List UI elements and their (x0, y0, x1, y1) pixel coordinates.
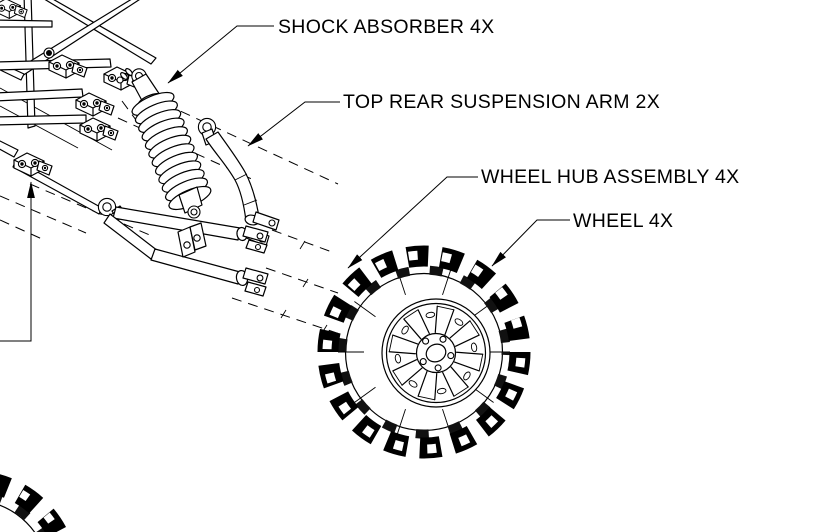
frame-tube-top (0, 19, 53, 28)
callout-label-wheel-hub-assembly: WHEEL HUB ASSEMBLY 4X (481, 166, 739, 188)
tire-tread (317, 245, 531, 459)
spoke (403, 309, 436, 340)
projection-line (231, 297, 341, 335)
leader-offscreen-callout (0, 181, 35, 342)
callout-label-top-rear-suspension-arm: TOP REAR SUSPENSION ARM 2X (343, 91, 660, 113)
spoke (453, 351, 484, 381)
arm-ear-plate (242, 225, 269, 243)
fragment-knob-row-outer (0, 474, 69, 532)
leader-shock-absorber (167, 25, 274, 84)
tread-knob-row-outer (317, 245, 531, 459)
projection-line (265, 267, 339, 294)
leader-wheel-hub-assembly (347, 176, 478, 269)
sidewall-line (354, 301, 376, 318)
ear-hole (256, 232, 264, 240)
callout-label-shock-absorber: SHOCK ABSORBER 4X (278, 16, 494, 38)
break-tick (280, 309, 287, 319)
spoke (436, 366, 469, 397)
sidewall-line (396, 408, 406, 434)
ear-hole (268, 219, 276, 227)
lug-hole (447, 352, 455, 360)
frame-tube-diagonal (44, 0, 157, 65)
projection-line (0, 195, 87, 234)
shock-bottom-eyelet (190, 208, 198, 216)
lug-hole (439, 335, 447, 343)
arm-tube-lower (150, 248, 241, 285)
callouts: SHOCK ABSORBER 4X TOP REAR SUSPENSION AR… (0, 16, 739, 342)
projection-line (29, 183, 153, 237)
ear-hole (253, 286, 261, 294)
rim (381, 298, 491, 408)
arm-contour (234, 173, 258, 206)
break-tick (299, 240, 306, 250)
rod-end-joint (102, 202, 112, 212)
mount-bracket (75, 92, 115, 117)
spoke (392, 353, 423, 386)
lower-suspension-arm (97, 197, 269, 297)
wheel-fragment (0, 474, 69, 532)
frame-rail (0, 114, 87, 126)
projection-line (149, 96, 339, 185)
spoke (434, 305, 464, 336)
leader-top-rear-suspension-arm (247, 101, 340, 147)
mount-bracket (79, 117, 119, 142)
sidewall-line (442, 270, 452, 296)
rim-spokes (388, 305, 484, 401)
spoke (449, 320, 480, 353)
chassis-frame (0, 0, 157, 215)
leader-wheel (491, 219, 570, 267)
spoke (388, 325, 419, 355)
callout-label-wheel: WHEEL 4X (573, 210, 673, 232)
arm-tube (205, 131, 260, 222)
frame-line (0, 105, 79, 149)
wheel (317, 245, 531, 459)
hub (415, 332, 457, 374)
spoke (408, 370, 438, 401)
shock-mount-bolt (116, 76, 124, 84)
arm-tube-upper (112, 206, 241, 241)
frame-bolt (46, 50, 52, 56)
shock-absorber (116, 68, 212, 219)
ear-hole (254, 243, 262, 251)
coil-spring (131, 91, 212, 211)
tread-knob-row-inner (337, 265, 511, 439)
mount-bracket (48, 54, 88, 79)
top-rear-suspension-arm (197, 117, 280, 247)
mount-bracket (0, 0, 28, 19)
ear-hole (256, 274, 264, 282)
frame-rail (0, 140, 19, 158)
sidewall-line (354, 386, 376, 403)
mount-bracket (13, 152, 53, 177)
projection-line (271, 229, 333, 253)
projection-line (0, 219, 43, 240)
ear-hole (193, 234, 201, 242)
ear-hole (183, 241, 191, 249)
frame-rail (0, 88, 84, 102)
break-tick (302, 278, 309, 288)
rim-inner-ring (385, 302, 487, 404)
lug-hole (419, 358, 427, 366)
arm-ear-plate (252, 211, 280, 231)
lug-hole (434, 364, 442, 372)
center-bore (425, 343, 447, 363)
lug-hole (422, 337, 430, 345)
